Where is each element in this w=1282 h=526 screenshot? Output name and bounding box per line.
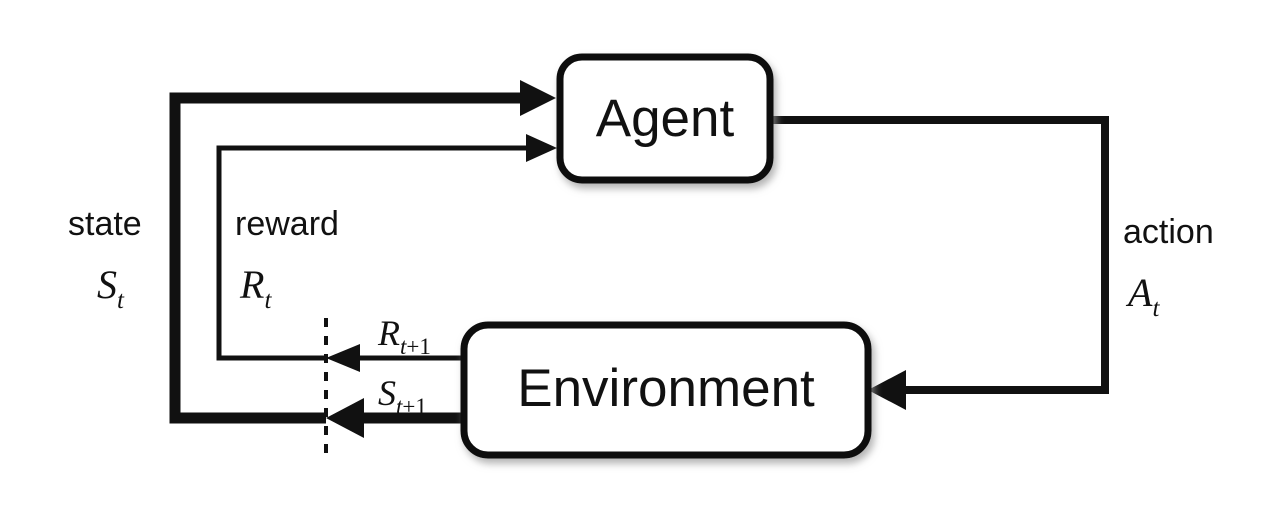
state-next-arrowhead	[326, 398, 364, 438]
state-word-label: state	[68, 205, 142, 243]
edge-state-to-agent	[169, 80, 556, 424]
state-next-label: St+1	[378, 373, 427, 419]
reward-next-label: Rt+1	[377, 313, 431, 359]
action-edge-line	[770, 116, 1109, 394]
action-word-label: action	[1123, 213, 1214, 251]
edge-reward-next	[326, 344, 464, 372]
reward-label-group: reward Rt	[235, 205, 339, 314]
reward-edge-line	[216, 145, 530, 361]
reward-arrowhead	[526, 134, 557, 162]
state-edge-line	[169, 92, 528, 424]
edge-reward-to-agent	[216, 134, 557, 361]
reward-word-label: reward	[235, 205, 339, 243]
action-symbol-label: At	[1125, 270, 1160, 322]
agent-node[interactable]: Agent	[556, 53, 774, 184]
action-label-group: action At	[1123, 213, 1214, 322]
reward-symbol-label: Rt	[239, 262, 272, 314]
edge-action-to-environment	[770, 116, 1109, 410]
reward-next-arrowhead	[326, 344, 360, 372]
environment-label: Environment	[517, 359, 815, 418]
edge-state-next	[326, 398, 464, 438]
state-symbol-label: St	[97, 262, 125, 314]
environment-box[interactable]	[460, 321, 872, 459]
state-label-group: state St	[68, 205, 142, 314]
agent-label: Agent	[596, 89, 735, 148]
state-arrowhead	[520, 80, 556, 116]
action-arrowhead	[868, 370, 906, 410]
agent-box[interactable]	[556, 53, 774, 184]
environment-node[interactable]: Environment	[460, 321, 872, 459]
